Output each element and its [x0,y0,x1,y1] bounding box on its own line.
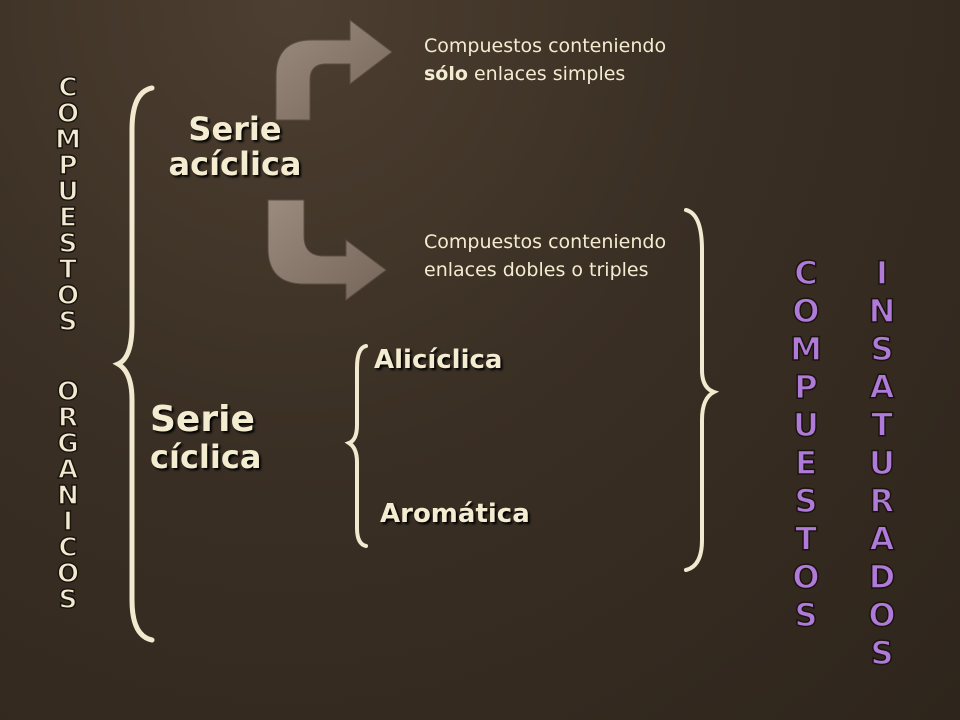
saturated-desc-line1: Compuestos conteniendo [424,35,667,57]
unsaturated-bracket [684,208,720,572]
left-brace [112,85,155,643]
alicyclic-label: Alicíclica [374,345,503,375]
cyclic-label: Serie cíclica [150,400,261,475]
arrow-down [267,199,387,301]
saturated-desc-line2: enlaces simples [467,63,626,85]
saturated-desc-emphasis: sólo [424,63,468,85]
cyclic-line2: cíclica [150,437,262,476]
saturated-description: Compuestos conteniendo sólo enlaces simp… [424,32,666,88]
acyclic-label: Serie acíclica [150,110,320,184]
acyclic-line2: acíclica [168,145,302,184]
arrow-up [275,18,393,121]
unsaturated-desc-line1: Compuestos conteniendo [424,231,667,253]
cyclic-line1: Serie [150,399,255,440]
unsaturated-description: Compuestos conteniendo enlaces dobles o … [424,228,666,284]
unsaturated-desc-line2: enlaces dobles o triples [424,259,649,281]
aromatic-label: Aromática [380,499,530,529]
cyclic-brace [344,344,368,548]
acyclic-line1: Serie [188,110,282,148]
